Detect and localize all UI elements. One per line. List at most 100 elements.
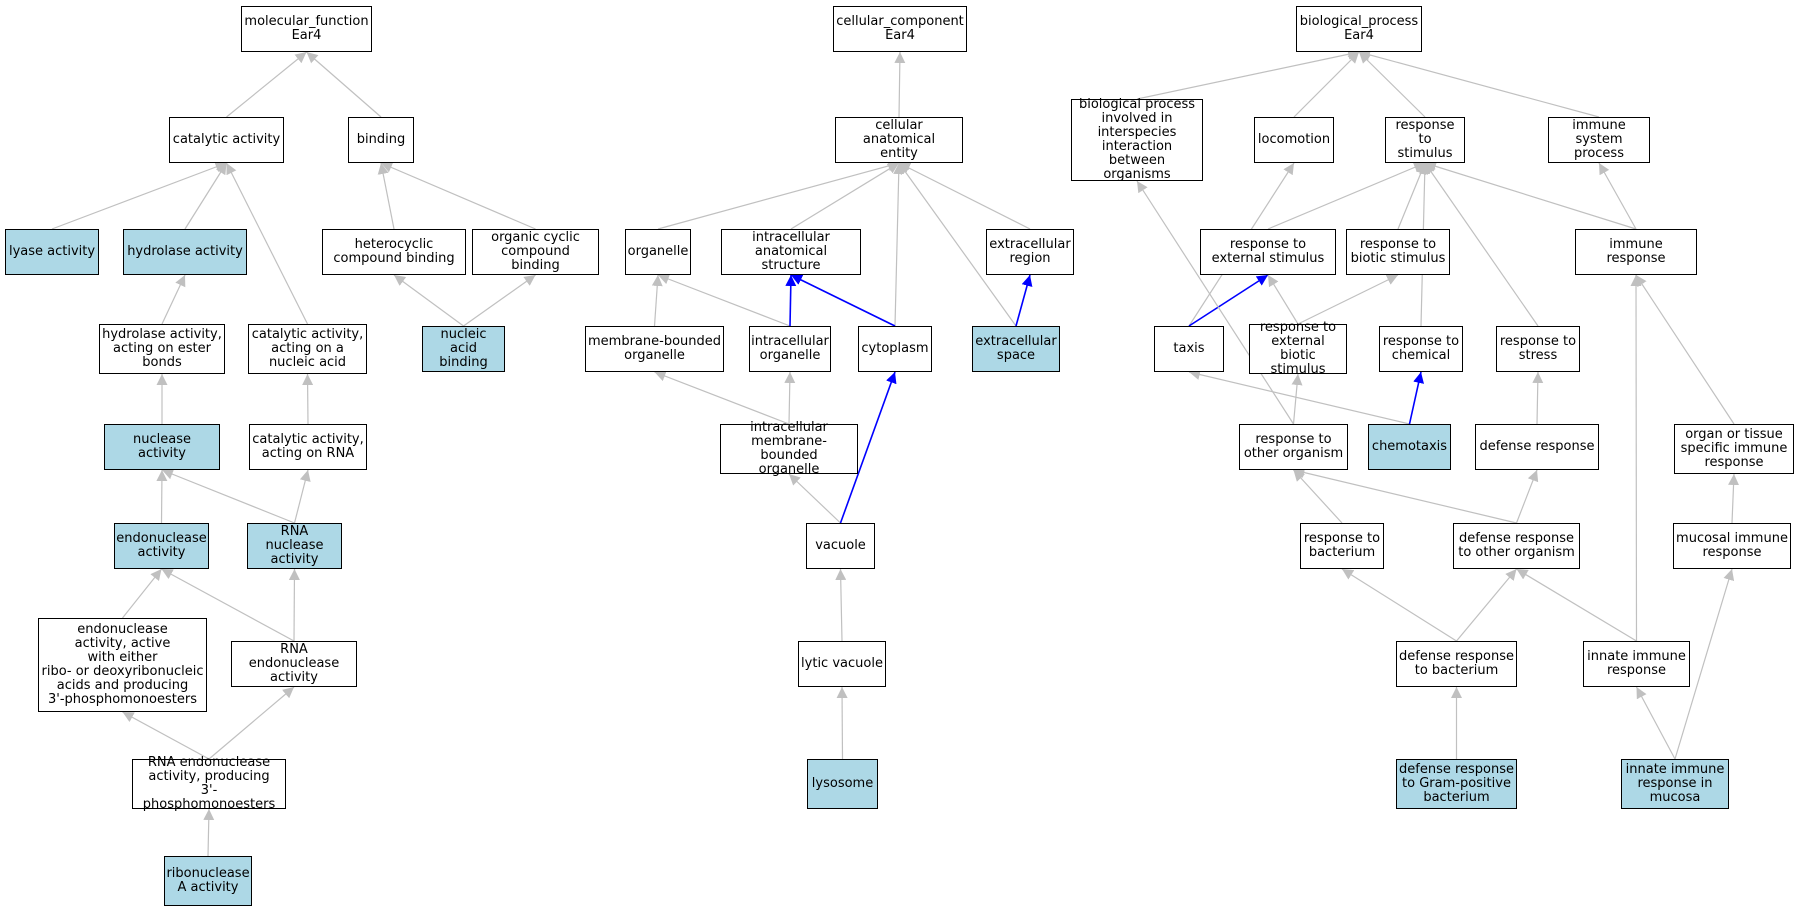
go-term-node-endoribo: endonuclease activity, active with eithe… [38, 618, 207, 712]
edge-hydro-to-cat [184, 162, 228, 230]
go-term-node-lyase: lyase activity [5, 229, 99, 275]
edge-rnanuc-to-catrna [293, 469, 311, 524]
edge-innmuc-to-innate [1635, 686, 1676, 760]
edge-extspace-to-extreg [1015, 274, 1033, 327]
edge-cyto-to-cae [893, 162, 905, 327]
go-term-node-rnanuc: RNA nuclease activity [247, 523, 342, 569]
go-term-node-rnaendo: RNA endonuclease activity [231, 641, 357, 687]
edge-intorg-to-ias [785, 274, 797, 327]
go-term-node-ribA: ribonuclease A activity [164, 856, 252, 906]
edge-defoth-to-defresp [1515, 469, 1539, 524]
go-term-node-innmuc: innate immune response in mucosa [1621, 759, 1729, 809]
go-term-node-mucimm: mucosal immune response [1673, 523, 1791, 569]
go-term-node-lytvac: lytic vacuole [798, 641, 886, 687]
go-term-node-catnuc: catalytic activity, acting on a nucleic … [248, 324, 367, 374]
edge-rstress-to-rstim [1424, 162, 1539, 327]
edge-roth-to-rextbio [1291, 373, 1303, 425]
go-term-node-extreg: extracellular region [986, 229, 1074, 275]
go-term-node-taxis: taxis [1154, 326, 1224, 372]
go-term-node-lyso: lysosome [807, 759, 878, 809]
edge-orgcyc-to-bind [380, 162, 536, 230]
go-term-node-hetero: heterocyclic compound binding [322, 229, 466, 275]
edge-chemo-to-rchem [1408, 371, 1424, 425]
go-term-node-bp: biological_process Ear4 [1296, 6, 1422, 52]
edge-organelle-to-cae [657, 160, 900, 230]
go-term-node-ias: intracellular anatomical structure [721, 229, 861, 275]
edge-rext-to-rstim [1267, 162, 1426, 230]
go-term-node-rext: response to external stimulus [1200, 229, 1336, 275]
edge-nucbind-to-hetero [393, 274, 464, 327]
go-term-node-immresp: immune response [1575, 229, 1697, 275]
go-term-node-bind: binding [348, 117, 414, 163]
go-term-node-rbio: response to biotic stimulus [1346, 229, 1450, 275]
go-term-node-mf: molecular_function Ear4 [241, 6, 372, 52]
go-term-node-catrna: catalytic activity, acting on RNA [249, 424, 367, 470]
edge-rnaendo-to-rnanuc [288, 568, 300, 642]
go-term-node-rnaendo3: RNA endonuclease activity, producing 3'-… [132, 756, 286, 812]
edge-ribA-to-rnaendo3 [203, 808, 215, 857]
edge-rnaendo3-to-rnaendo [208, 686, 295, 760]
edge-mbo-to-organelle [651, 274, 663, 327]
edge-rnanuc-to-nuclease [161, 468, 295, 524]
edge-nucbind-to-orgcyc [463, 274, 536, 327]
edge-defbact-to-rbact [1341, 568, 1457, 642]
edge-roth-to-bpinter [1136, 180, 1295, 425]
go-term-node-roth: response to other organism [1239, 424, 1348, 470]
edge-ias-to-cae [790, 162, 900, 230]
edge-immresp-to-isp [1598, 162, 1637, 230]
edge-rextbio-to-rext [1267, 274, 1299, 325]
edge-hydroester-to-hydro [161, 274, 186, 325]
edge-loco-to-bp [1293, 51, 1360, 118]
go-term-node-bpinter: biological process involved in interspec… [1071, 98, 1203, 182]
go-term-node-innate: innate immune response [1583, 641, 1690, 687]
go-term-node-chemo: chemotaxis [1368, 424, 1451, 470]
go-term-node-rchem: response to chemical [1379, 326, 1463, 372]
edge-cat-to-mf [226, 51, 307, 118]
edge-lytvac-to-vac [835, 568, 847, 642]
go-term-node-organelle: organelle [625, 229, 691, 275]
go-term-node-defgram: defense response to Gram-positive bacter… [1396, 759, 1517, 809]
edge-organimm-to-immresp [1635, 274, 1735, 425]
edge-innate-to-defoth [1516, 568, 1637, 642]
edge-bind-to-mf [306, 51, 382, 118]
go-term-node-rextbio: response to external biotic stimulus [1249, 321, 1347, 377]
go-term-node-defbact: defense response to bacterium [1396, 641, 1517, 687]
go-term-node-cyto: cytoplasm [858, 326, 932, 372]
edge-extspace-to-cae [898, 162, 1017, 327]
go-term-node-hydro: hydrolase activity [123, 229, 247, 275]
go-term-node-rbact: response to bacterium [1300, 523, 1384, 569]
edge-intorg-to-organelle [657, 273, 791, 327]
go-term-node-defresp: defense response [1475, 424, 1599, 470]
go-term-node-nuclease: nuclease activity [104, 424, 220, 470]
go-term-node-cc: cellular_component Ear4 [833, 6, 967, 52]
edge-catnuc-to-cat [225, 162, 309, 325]
edge-imbo-to-intorg [784, 371, 796, 425]
edge-taxis-to-rext [1188, 274, 1269, 327]
edge-defresp-to-rstress [1532, 371, 1544, 425]
edge-chemo-to-taxis [1188, 369, 1410, 425]
go-term-node-intorg: intracellular organelle [749, 326, 831, 372]
edge-cyto-to-ias [790, 274, 896, 327]
go-term-node-rstim: response to stimulus [1385, 117, 1465, 163]
go-term-node-isp: immune system process [1548, 117, 1650, 163]
go-term-node-orgcyc: organic cyclic compound binding [472, 229, 599, 275]
edge-rstim-to-bp [1358, 51, 1426, 118]
edge-extreg-to-cae [898, 162, 1031, 230]
go-term-node-loco: locomotion [1254, 117, 1334, 163]
go-term-node-organimm: organ or tissue specific immune response [1674, 424, 1794, 474]
edge-rnaendo-to-endo [161, 568, 295, 642]
go-term-node-hydroester: hydrolase activity, acting on ester bond… [99, 324, 225, 374]
edge-bpinter-to-bp [1136, 48, 1360, 100]
go-term-node-nucbind: nucleic acid binding [422, 326, 505, 372]
edge-endoribo-to-endo [122, 568, 162, 619]
go-term-node-imbo: intracellular membrane-bounded organelle [720, 421, 858, 477]
go-term-node-extspace: extracellular space [972, 326, 1060, 372]
go-term-node-endo: endonuclease activity [114, 523, 209, 569]
go-term-node-defoth: defense response to other organism [1453, 523, 1580, 569]
go-term-node-cat: catalytic activity [169, 117, 284, 163]
edge-defoth-to-roth [1293, 467, 1517, 524]
edge-vac-to-cyto [839, 371, 897, 524]
edge-rbact-to-roth [1293, 469, 1343, 524]
edge-lyso-to-lytvac [836, 686, 848, 760]
